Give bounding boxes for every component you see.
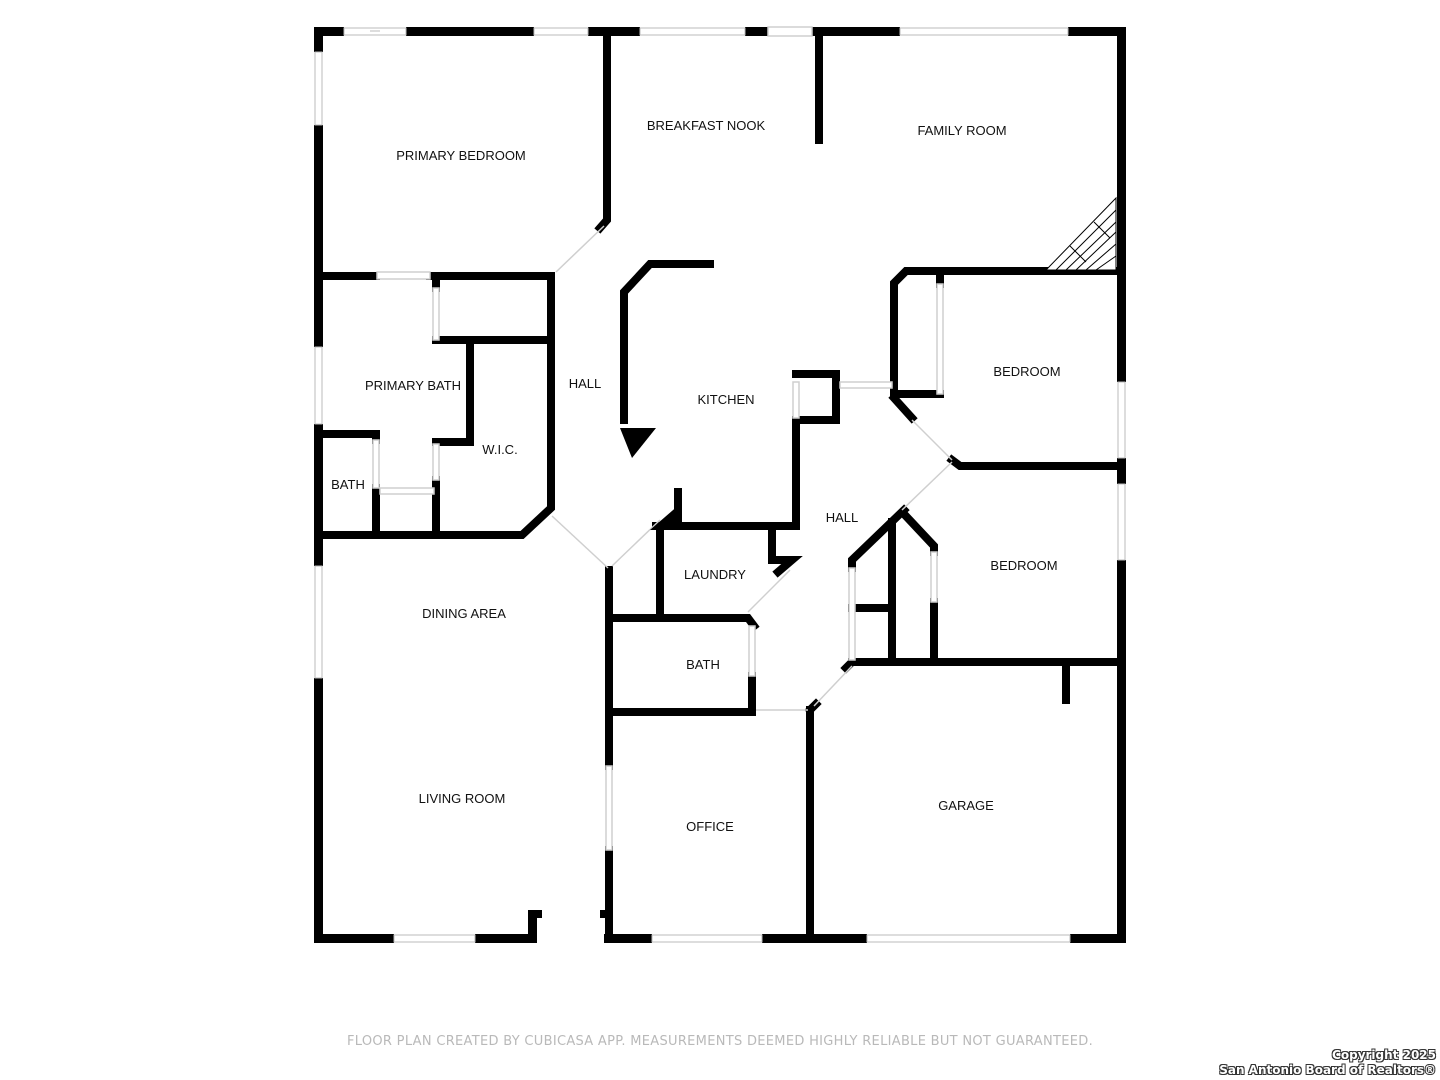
laundry-corner [650,504,680,530]
room-label-wic: W.I.C. [482,442,517,457]
room-label-bath-center: BATH [686,657,720,672]
room-label-garage: GARAGE [938,798,994,813]
room-label-primary-bath: PRIMARY BATH [365,378,461,393]
room-label-bedroom-upper: BEDROOM [993,364,1060,379]
fireplace [1044,196,1117,271]
room-label-family-room: FAMILY ROOM [917,123,1006,138]
copyright-watermark: Copyright 2025 San Antonio Board of Real… [1219,1048,1436,1078]
room-label-dining-area: DINING AREA [422,606,506,621]
room-label-hall-east: HALL [826,510,859,525]
room-label-breakfast-nook: BREAKFAST NOOK [647,118,766,133]
room-label-office: OFFICE [686,819,734,834]
exterior-walls [314,27,1126,943]
room-label-bedroom-lower: BEDROOM [990,558,1057,573]
room-label-kitchen: KITCHEN [697,392,754,407]
disclaimer-text: FLOOR PLAN CREATED BY CUBICASA APP. MEAS… [347,1034,1093,1049]
kitchen-counter [620,428,656,458]
room-labels: PRIMARY BEDROOM BREAKFAST NOOK FAMILY RO… [331,118,1060,834]
room-label-hall-west: HALL [569,376,602,391]
windows [314,27,1126,943]
copyright-line-1: Copyright 2025 [1332,1048,1436,1062]
room-label-bath-small: BATH [331,477,365,492]
copyright-line-2: San Antonio Board of Realtors® [1219,1063,1436,1077]
room-label-living-room: LIVING ROOM [419,791,506,806]
door-openings [372,26,953,851]
room-label-primary-bedroom: PRIMARY BEDROOM [396,148,526,163]
interior-walls [314,32,1121,938]
room-label-laundry: LAUNDRY [684,567,746,582]
